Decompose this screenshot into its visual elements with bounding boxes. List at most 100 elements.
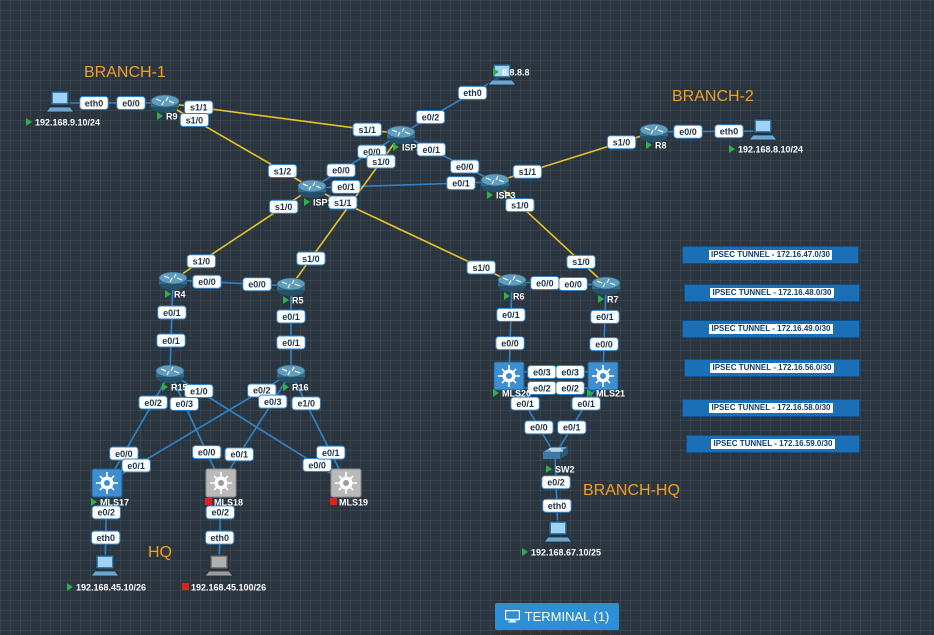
ipsec-tunnel-49[interactable]: IPSEC TUNNEL - 172.16.49.0/30 <box>682 320 860 338</box>
ipsec-tunnel-56[interactable]: IPSEC TUNNEL - 172.16.56.0/30 <box>684 359 860 377</box>
interface-label-text: e0/0 <box>530 423 548 433</box>
node-pc_bhq[interactable]: 192.168.67.10/25 <box>522 520 601 558</box>
ethernet-link[interactable] <box>554 454 559 534</box>
interface-label-text: e0/1 <box>596 312 614 322</box>
ethernet-link[interactable] <box>169 279 174 374</box>
node-r9[interactable]: R9 <box>150 94 180 122</box>
interface-label-text: e0/2 <box>212 508 230 518</box>
interface-label-text: s1/0 <box>572 257 590 267</box>
interface-label-text: e0/2 <box>422 112 440 122</box>
interface-label-text: eth0 <box>96 533 115 543</box>
node-r6[interactable]: R6 <box>497 273 527 302</box>
interface-label-text: e0/0 <box>564 279 582 289</box>
status-indicator <box>522 548 528 556</box>
ipsec-tunnel-59[interactable]: IPSEC TUNNEL - 172.16.59.0/30 <box>686 435 860 453</box>
node-pc_hq1[interactable]: 192.168.45.10/26 <box>67 554 146 593</box>
node-r7[interactable]: R7 <box>591 276 621 305</box>
node-label: MLS20 <box>502 389 531 399</box>
interface-label-text: e0/1 <box>230 450 248 460</box>
interface-label: e0/3 <box>527 365 557 379</box>
interface-label: e0/2 <box>138 395 168 410</box>
interface-label: s1/2 <box>267 163 298 178</box>
interface-label-text: e0/2 <box>253 386 271 396</box>
node-pc_b1[interactable]: 192.168.9.10/24 <box>26 90 100 128</box>
node-label: R15 <box>171 383 188 393</box>
node-pc_dns[interactable]: 8.8.8.8 <box>487 63 530 86</box>
region-label-hq: HQ <box>148 544 172 561</box>
node-mls20[interactable]: MLS20 <box>493 361 531 399</box>
ethernet-link[interactable] <box>169 372 222 484</box>
node-isp2[interactable]: ISP2 <box>386 125 422 153</box>
node-label: 192.168.45.10/26 <box>76 583 146 593</box>
status-indicator <box>283 383 289 391</box>
interface-label: e0/1 <box>156 333 186 348</box>
ethernet-link[interactable] <box>653 130 764 133</box>
node-r15[interactable]: R15 <box>155 364 188 393</box>
interface-label: s1/0 <box>566 254 596 269</box>
ethernet-link[interactable] <box>290 372 347 484</box>
interface-label-text: e0/1 <box>337 182 355 192</box>
interface-label-text: e0/0 <box>595 339 613 349</box>
ethernet-link[interactable] <box>400 133 496 183</box>
router-icon <box>158 271 188 290</box>
multilayer-switch-icon <box>91 468 123 498</box>
node-label: ISP1 <box>313 198 333 208</box>
node-r4[interactable]: R4 <box>158 271 188 300</box>
node-label: MLS19 <box>339 498 368 508</box>
status-indicator <box>205 498 212 505</box>
tunnel-label: IPSEC TUNNEL - 172.16.59.0/30 <box>711 439 835 449</box>
ipsec-tunnel-58[interactable]: IPSEC TUNNEL - 172.16.58.0/30 <box>682 399 860 417</box>
router-icon <box>386 125 416 144</box>
region-label-branch-2: BRANCH-2 <box>672 88 754 105</box>
interface-label-text: s1/1 <box>519 167 537 177</box>
ethernet-link[interactable] <box>400 75 503 135</box>
router-icon <box>276 277 306 296</box>
node-isp1[interactable]: ISP1 <box>297 179 333 208</box>
node-mls18[interactable]: MLS18 <box>205 468 243 508</box>
interface-label: e0/1 <box>496 307 526 322</box>
node-r5[interactable]: R5 <box>276 277 306 306</box>
interface-label-text: e1/0 <box>190 386 208 396</box>
node-mls17[interactable]: MLS17 <box>91 468 129 508</box>
interface-label-text: e0/1 <box>127 461 145 471</box>
pc-icon <box>45 90 75 113</box>
region-label-branch-hq: BRANCH-HQ <box>583 482 680 499</box>
status-indicator <box>330 498 337 505</box>
interface-label-text: e0/0 <box>308 460 326 470</box>
interface-label-text: s1/1 <box>359 125 377 135</box>
ethernet-link[interactable] <box>172 279 292 287</box>
interface-label: eth0 <box>79 96 109 110</box>
pc-icon <box>543 520 573 543</box>
interface-label: e0/0 <box>326 163 356 178</box>
ethernet-link[interactable] <box>311 133 402 189</box>
ethernet-link[interactable] <box>106 372 171 484</box>
router-icon <box>297 179 327 198</box>
node-mls21[interactable]: MLS21 <box>587 361 625 399</box>
interface-label: e0/0 <box>589 337 619 352</box>
node-isp3[interactable]: ISP3 <box>480 173 516 201</box>
node-pc_hq2[interactable]: 192.168.45.100/26 <box>182 554 266 593</box>
node-mls19[interactable]: MLS19 <box>330 468 368 508</box>
terminal-button[interactable]: TERMINAL (1) <box>495 603 619 630</box>
interface-label: e0/0 <box>530 276 560 291</box>
ethernet-link[interactable] <box>508 281 513 377</box>
node-r16[interactable]: R16 <box>276 364 309 393</box>
interface-label-text: s1/0 <box>193 257 211 267</box>
terminal-button-label: TERMINAL (1) <box>524 609 610 624</box>
router-icon <box>155 364 185 383</box>
interface-label-text: eth0 <box>548 501 567 511</box>
status-indicator <box>304 198 310 206</box>
interface-label-text: e0/1 <box>322 448 340 458</box>
interface-label: e0/1 <box>446 176 476 191</box>
node-r8[interactable]: R8 <box>639 123 669 151</box>
node-sw2[interactable]: SW2 <box>541 446 575 475</box>
interface-label: s1/1 <box>328 195 358 210</box>
ipsec-tunnel-48[interactable]: IPSEC TUNNEL - 172.16.48.0/30 <box>684 284 860 302</box>
ipsec-tunnel-47[interactable]: IPSEC TUNNEL - 172.16.47.0/30 <box>682 246 859 264</box>
ethernet-link[interactable] <box>602 284 607 377</box>
ethernet-link[interactable] <box>220 372 292 484</box>
node-label: R8 <box>655 141 667 151</box>
node-pc_b2[interactable]: 192.168.8.10/24 <box>729 118 803 155</box>
interface-label-text: s1/0 <box>186 115 204 125</box>
